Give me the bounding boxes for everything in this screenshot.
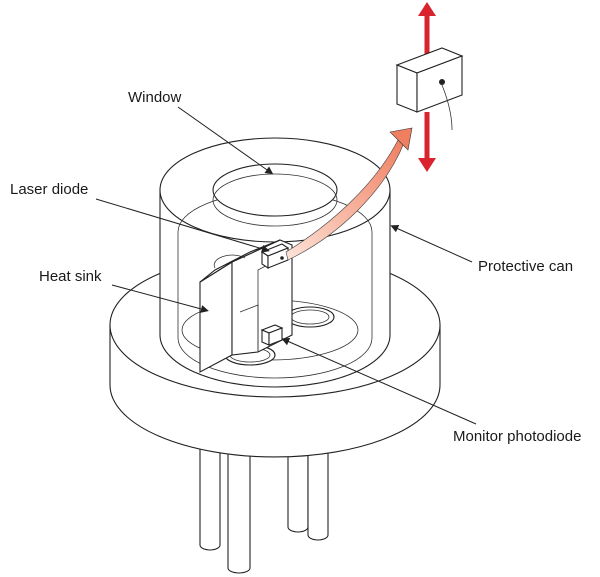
- leader-window: [177, 106, 274, 175]
- leader-lines: [95, 106, 477, 425]
- leader-protective-can: [390, 224, 473, 263]
- pin-left: [199, 439, 221, 551]
- moving-chip: [395, 2, 464, 172]
- monitor-photodiode-chip: [260, 324, 284, 346]
- leader-heat-sink: [111, 284, 209, 313]
- down-arrow-icon: [418, 158, 436, 172]
- pins: [199, 439, 329, 574]
- up-arrow-icon: [418, 2, 436, 16]
- pin-center: [227, 449, 251, 574]
- label-protective-can: Protective can: [478, 258, 573, 275]
- chip-dot-icon: [439, 79, 445, 85]
- interior: [181, 239, 359, 373]
- laser-beam: [285, 127, 413, 261]
- label-laser-diode: Laser diode: [10, 181, 88, 198]
- pin-far-right: [307, 449, 329, 541]
- beam-arrowhead-icon: [389, 127, 413, 151]
- label-monitor-photodiode: Monitor photodiode: [453, 428, 581, 445]
- label-window: Window: [128, 89, 182, 106]
- leader-laser-diode: [95, 198, 270, 253]
- label-heat-sink: Heat sink: [39, 268, 102, 285]
- leader-monitor-photodiode: [281, 337, 477, 425]
- window-glass: [212, 163, 338, 227]
- labels: Window Laser diode Heat sink Protective …: [10, 89, 581, 445]
